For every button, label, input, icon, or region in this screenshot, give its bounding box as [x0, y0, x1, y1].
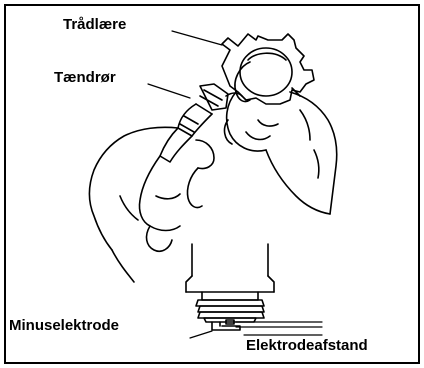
label-ground-electrode: Minuselektrode [9, 318, 119, 333]
spark-plug-held [160, 84, 242, 162]
label-spark-plug: Tændrør [54, 70, 116, 85]
spark-plug-detail [186, 244, 274, 330]
label-wire-gauge: Trådlære [63, 17, 126, 32]
label-electrode-gap: Elektrodeafstand [246, 338, 368, 353]
left-hand [90, 127, 215, 282]
right-hand [225, 62, 337, 214]
